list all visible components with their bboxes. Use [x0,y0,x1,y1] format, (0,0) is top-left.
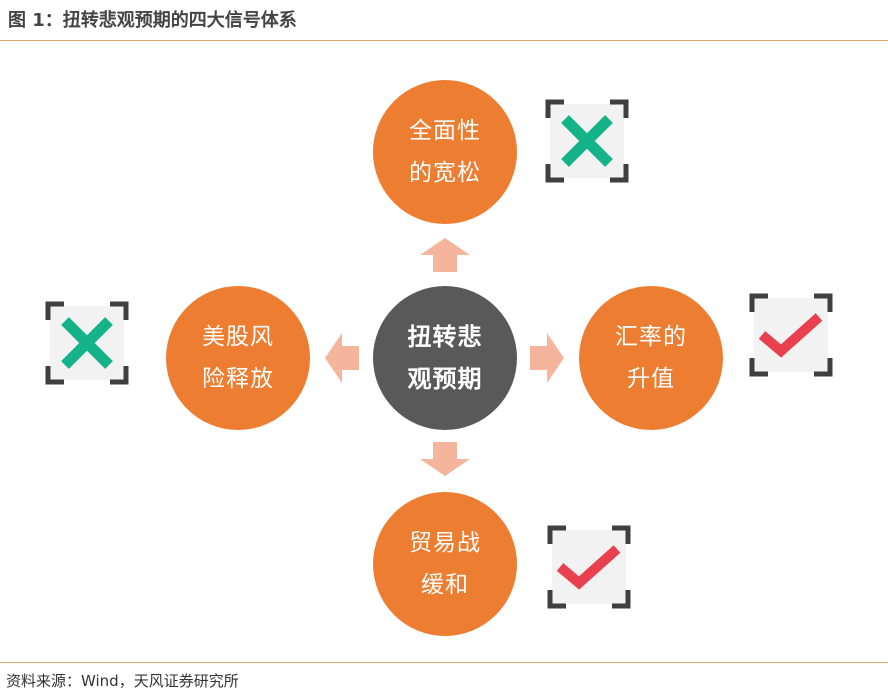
figure-source: 资料来源：Wind，天风证券研究所 [6,672,239,690]
check-mark-icon [547,525,631,609]
node-top-label: 全面性 的宽松 [409,118,481,186]
x-mark-icon [45,301,129,385]
figure-title: 图 1：扭转悲观预期的四大信号体系 [8,10,297,31]
center-node-label: 扭转悲 观预期 [407,323,483,393]
x-mark-icon [545,99,629,183]
node-bottom-label: 贸易战 缓和 [409,530,481,598]
node-right: 汇率的 升值 [579,286,723,430]
node-right-label: 汇率的 升值 [615,324,687,392]
node-left: 美股风 险释放 [166,286,310,430]
arrow-up-icon [420,238,470,272]
node-left-label: 美股风 险释放 [202,324,274,392]
arrow-left-icon [325,333,359,383]
check-mark-icon [749,293,833,377]
title-divider [0,40,888,41]
arrow-down-icon [420,442,470,476]
source-divider [0,662,888,663]
node-bottom: 贸易战 缓和 [373,492,517,636]
node-top: 全面性 的宽松 [373,80,517,224]
center-node: 扭转悲 观预期 [373,286,517,430]
arrow-right-icon [530,333,564,383]
